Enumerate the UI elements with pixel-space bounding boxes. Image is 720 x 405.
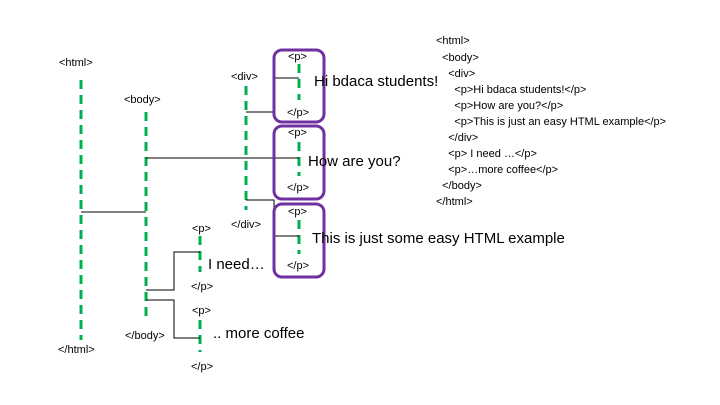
code-line: <div> xyxy=(436,68,475,80)
code-line: <p>…more coffee</p> xyxy=(436,164,558,176)
p2-open-label: <p> xyxy=(288,127,307,139)
p5-content: .. more coffee xyxy=(213,325,304,342)
p4-close-label: </p> xyxy=(191,281,213,293)
p4-open-label: <p> xyxy=(192,223,211,235)
code-line: <p> I need …</p> xyxy=(436,148,537,160)
html-close-label: </html> xyxy=(58,344,95,356)
p2-box xyxy=(272,124,326,201)
body-p5-connector xyxy=(146,299,200,339)
p4-content: I need… xyxy=(208,256,265,273)
connectors xyxy=(81,77,299,339)
body-close-label: </body> xyxy=(125,330,165,342)
p1-content: Hi bdaca students! xyxy=(314,73,438,90)
body-open-label: <body> xyxy=(124,94,161,106)
code-line: <p>How are you?</p> xyxy=(436,100,563,112)
p2-content: How are you? xyxy=(308,153,401,170)
p1-open-label: <p> xyxy=(288,51,307,63)
code-line: </body> xyxy=(436,180,482,192)
p3-content: This is just some easy HTML example xyxy=(312,230,565,247)
code-line: <html> xyxy=(436,35,470,47)
tag-labels: <html> </html> <body> </body> <div> </di… xyxy=(58,51,309,373)
div-close-label: </div> xyxy=(231,219,261,231)
html-open-label: <html> xyxy=(59,57,93,69)
content-labels: Hi bdaca students! How are you? This is … xyxy=(208,73,565,342)
p1-close-label: </p> xyxy=(287,107,309,119)
code-line: </html> xyxy=(436,196,473,208)
code-listing: <html> <body> <div> <p>Hi bdaca students… xyxy=(436,35,666,208)
p3-close-label: </p> xyxy=(287,260,309,272)
code-line: <body> xyxy=(436,52,479,64)
p2-close-label: </p> xyxy=(287,182,309,194)
lifelines xyxy=(79,64,301,352)
body-p4-connector xyxy=(146,251,200,291)
p1-box xyxy=(272,48,326,124)
code-line: <p>This is just an easy HTML example</p> xyxy=(436,116,666,128)
div-open-label: <div> xyxy=(231,71,258,83)
code-line: <p>Hi bdaca students!</p> xyxy=(436,84,586,96)
p5-close-label: </p> xyxy=(191,361,213,373)
p5-open-label: <p> xyxy=(192,305,211,317)
p3-open-label: <p> xyxy=(288,206,307,218)
code-line: </div> xyxy=(436,132,478,144)
p3-box xyxy=(272,202,326,279)
highlight-boxes xyxy=(272,48,326,279)
